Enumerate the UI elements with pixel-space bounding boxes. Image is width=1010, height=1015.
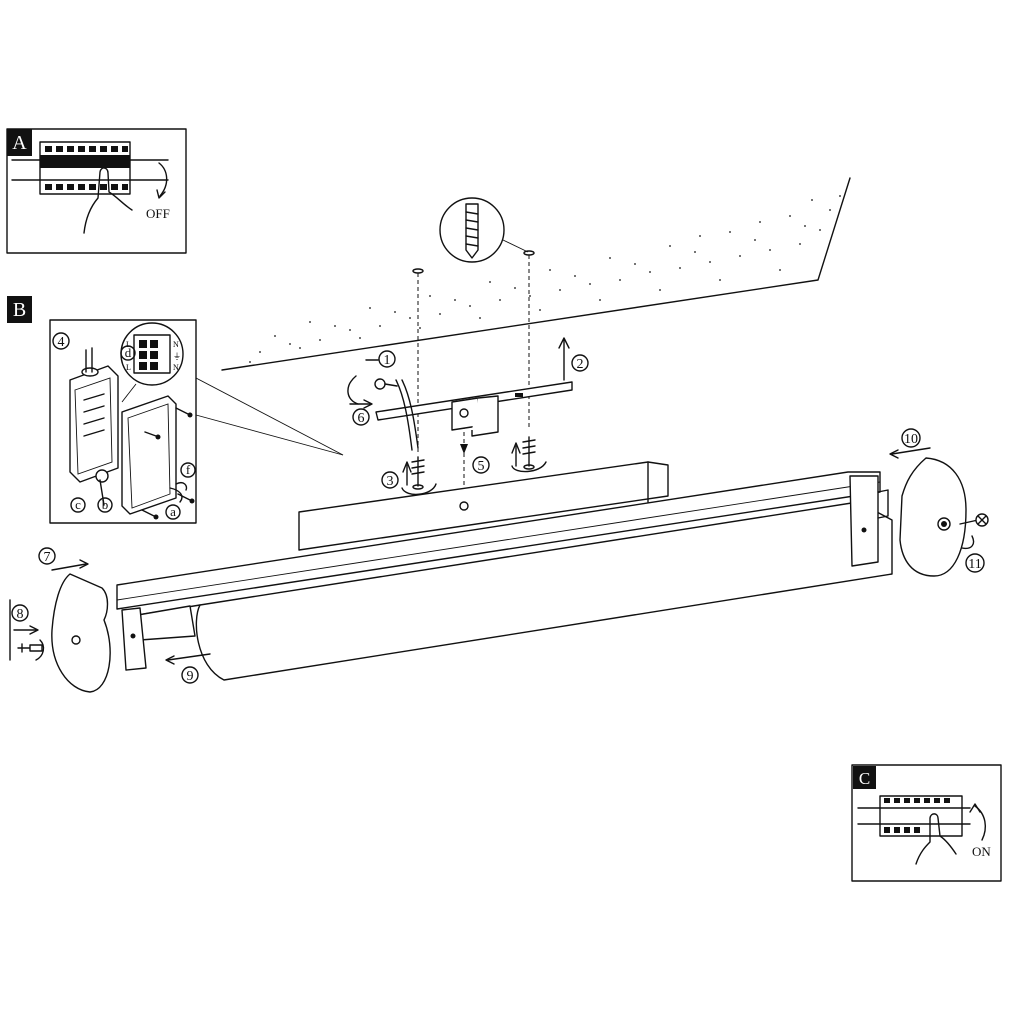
cover-plate [121, 395, 195, 520]
lamp-housing [116, 461, 893, 681]
step-3-label: 3 [387, 474, 394, 489]
step-11-label: 11 [968, 557, 981, 572]
rotate-arrow-icon [158, 162, 168, 197]
right-end-cap [899, 457, 989, 577]
step-7-callout: 7 [38, 547, 89, 571]
step-6-callout: 6 [349, 399, 373, 426]
step-8-callout: 8 [9, 599, 45, 661]
breaker-row-c [857, 795, 971, 837]
letter-c: c [75, 497, 81, 512]
panel-c-letter: C [859, 769, 870, 788]
terminal-l-top: L [126, 340, 131, 349]
step-2-callout: 2 [558, 337, 589, 381]
letter-a: a [170, 504, 176, 519]
step-5-callout: 5 [460, 444, 490, 474]
terminal-n-bottom: N [173, 363, 179, 372]
step-6-label: 6 [358, 411, 365, 426]
wall-plug-zoom [439, 197, 529, 263]
hand-icon-c [915, 813, 957, 865]
left-end-cap [17, 573, 111, 693]
breaker-row-a [11, 141, 169, 195]
panel-c-switch-on: C ON [851, 764, 1002, 882]
panel-a-switch-off: A OFF [6, 128, 187, 254]
step-8-label: 8 [17, 607, 24, 622]
panel-b-wiring: B L L [7, 296, 344, 524]
right-screw [959, 519, 979, 525]
letter-b: b [102, 497, 109, 512]
step-4-label: 4 [58, 335, 65, 350]
step-7-label: 7 [44, 550, 51, 565]
step-10-label: 10 [904, 432, 918, 447]
left-end-bracket [121, 607, 147, 671]
step-11-callout: 11 [961, 535, 985, 573]
on-label: ON [972, 844, 991, 859]
letter-d: d [125, 345, 132, 360]
mounting-bracket [374, 378, 573, 451]
ceiling-screws [401, 436, 547, 495]
panel-b-letters: a b c d f [70, 345, 196, 520]
supply-cable [395, 379, 413, 451]
hand-icon [83, 167, 133, 234]
step-10-callout: 10 [889, 428, 931, 459]
step-9-label: 9 [187, 669, 194, 684]
terminal-l-bottom: L [126, 363, 131, 372]
diffuser-tube [195, 501, 893, 681]
panel-c-badge [853, 766, 876, 789]
ceiling-surface [221, 177, 851, 371]
panel-b-badge [7, 296, 32, 323]
right-end-bracket [849, 475, 879, 567]
junction-box [69, 347, 119, 506]
wiring-detail-frame [49, 319, 197, 524]
step-2-label: 2 [577, 357, 584, 372]
step-1-callout: 1 [347, 350, 396, 405]
panel-a-letter: A [12, 132, 27, 154]
panel-b-letter: B [13, 299, 26, 321]
panel-a-badge [7, 129, 32, 156]
step-5-label: 5 [478, 459, 485, 474]
off-label: OFF [146, 206, 170, 221]
step-9-callout: 9 [165, 653, 211, 684]
step-1-label: 1 [384, 353, 391, 368]
letter-f: f [186, 462, 191, 477]
terminal-block-zoom: L L N N ⏚ [120, 322, 184, 403]
terminal-earth: ⏚ [173, 352, 181, 361]
terminal-n-top: N [173, 340, 179, 349]
step-3-callout: 3 [381, 442, 521, 489]
